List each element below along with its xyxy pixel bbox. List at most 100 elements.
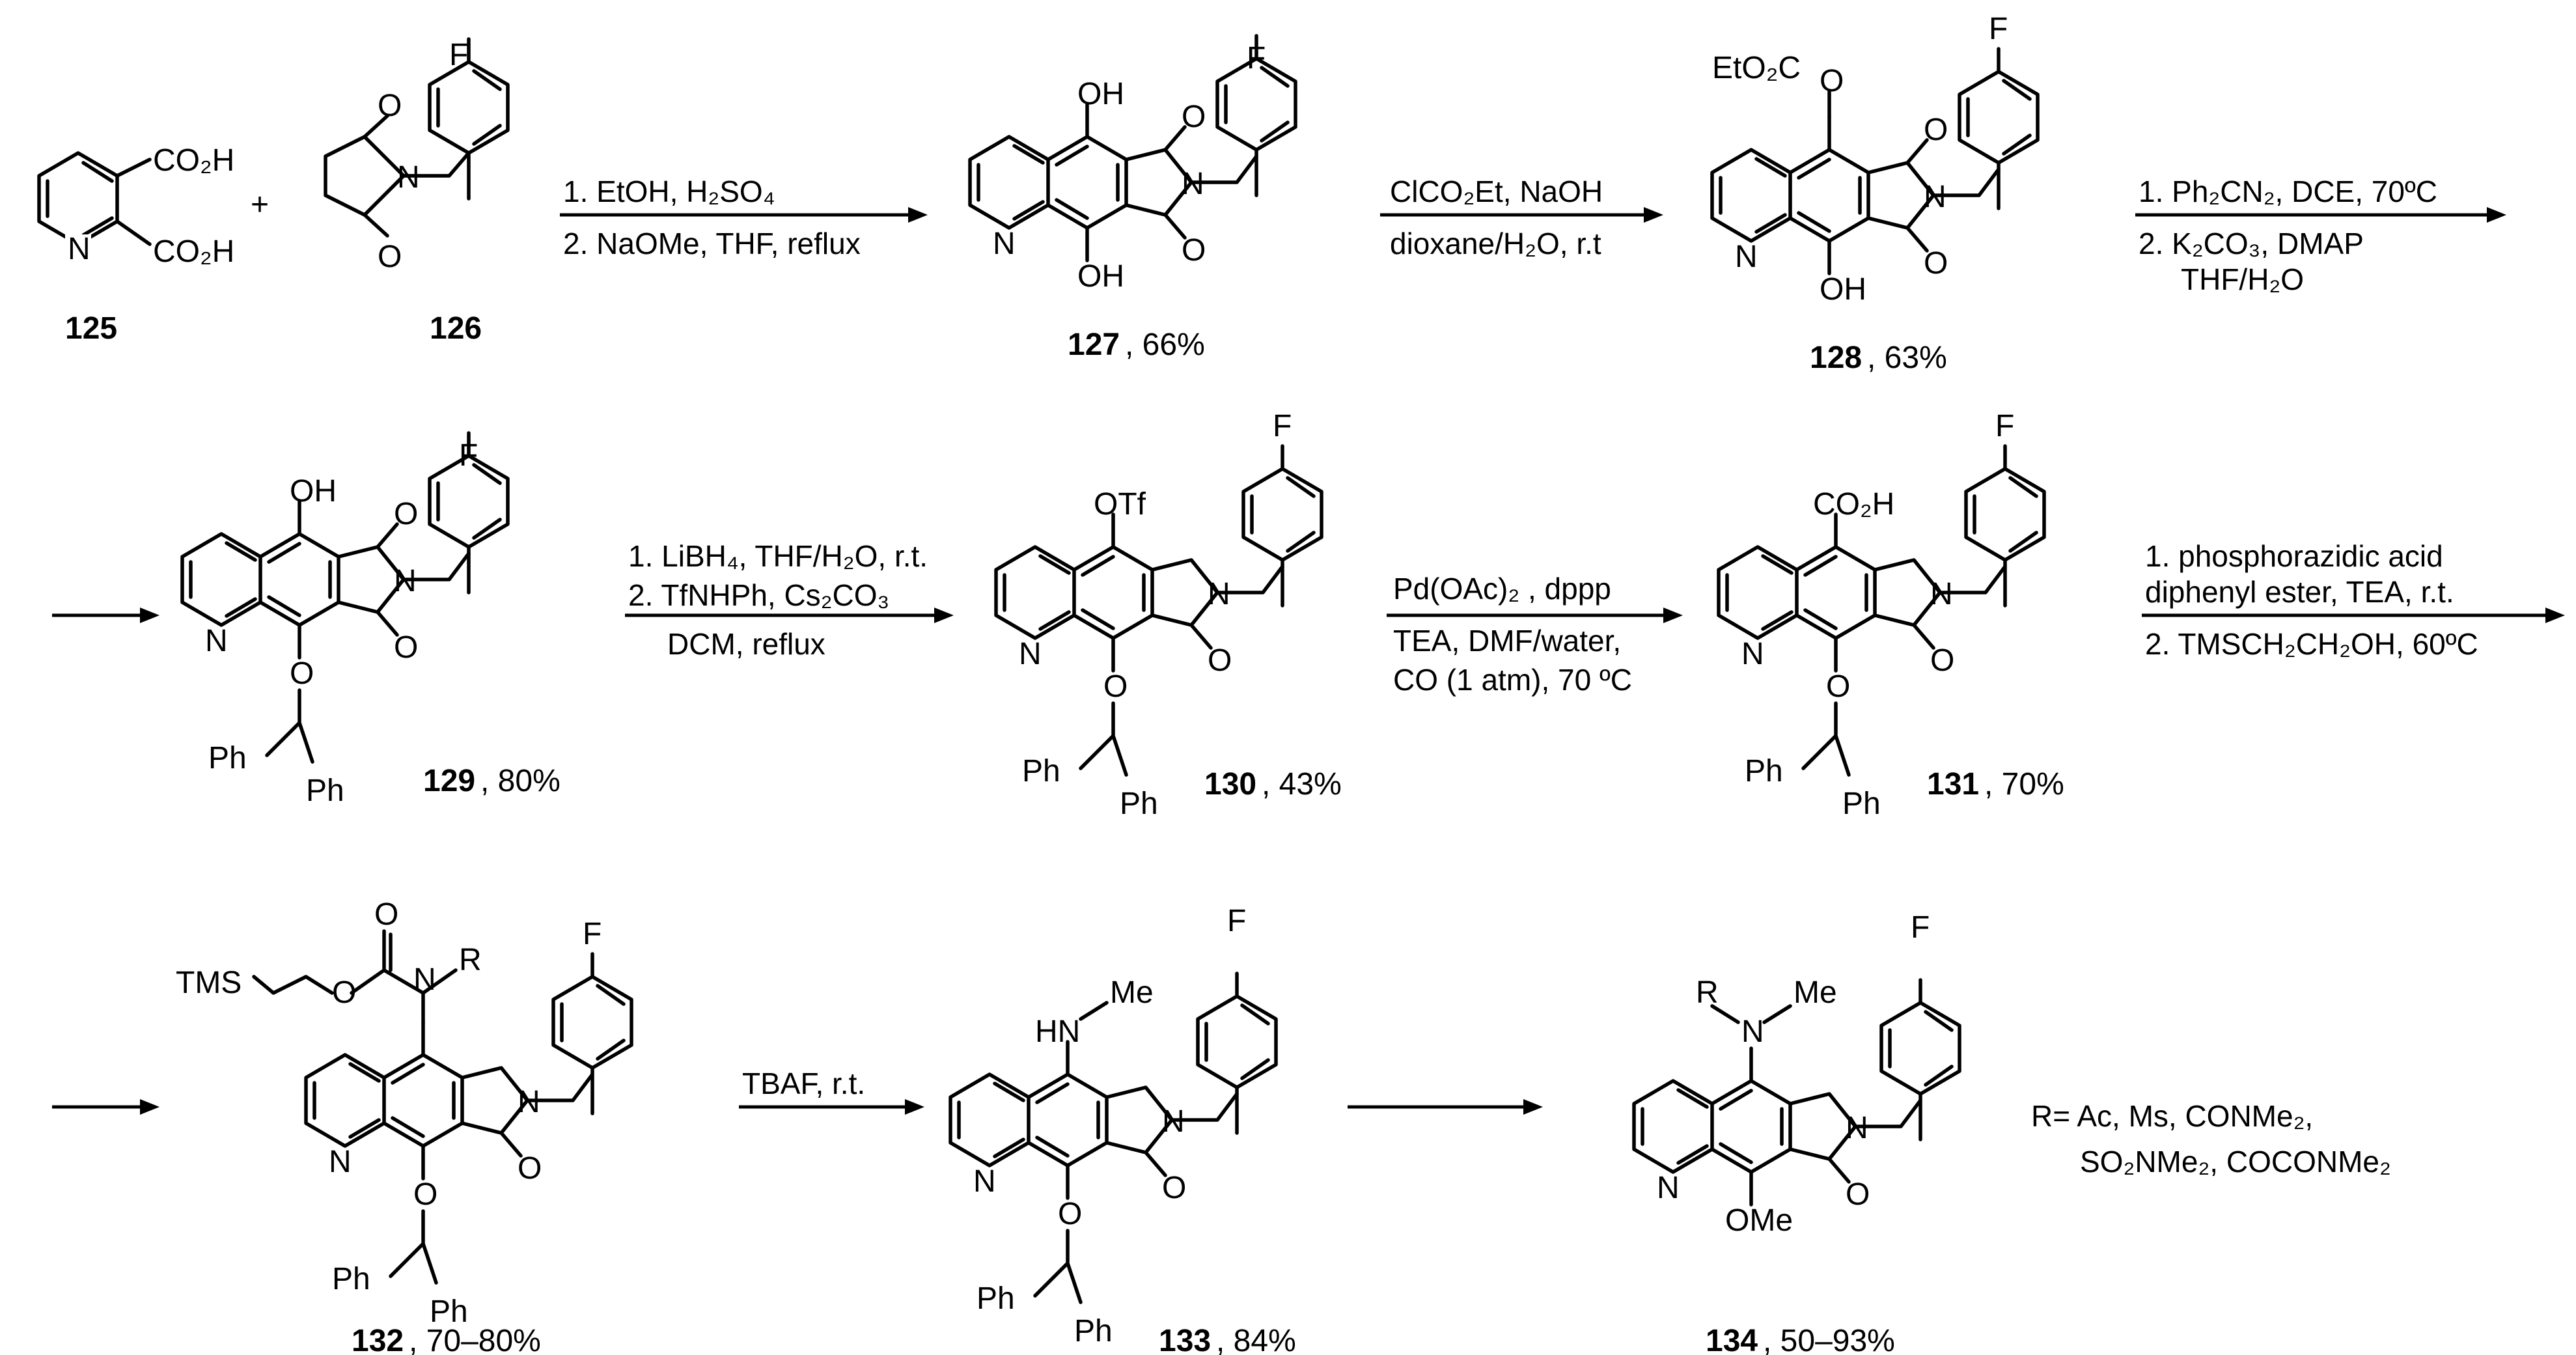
condition-step7-line1: TBAF, r.t. xyxy=(742,1067,865,1100)
group-otf: OTf xyxy=(1094,487,1146,522)
compound-label-128: 128 xyxy=(1810,341,1862,375)
atom-f: F xyxy=(1989,12,2008,46)
atom-o-carbonyl: O xyxy=(374,897,398,932)
compound-125: N CO₂H CO₂H 125 xyxy=(37,143,234,346)
compound-label-134: 134 xyxy=(1706,1324,1758,1355)
atom-o2: O xyxy=(1182,233,1206,268)
compound-127: OH OH O O N N F 127 , 66% xyxy=(970,36,1295,362)
condition-step6-line2: diphenyl ester, TEA, r.t. xyxy=(2145,575,2454,609)
yield-132: , 70–80% xyxy=(409,1324,541,1355)
atom-n-imide: N xyxy=(1162,1104,1185,1139)
yield-130: , 43% xyxy=(1262,767,1342,802)
atom-n-imide: N xyxy=(1182,167,1204,201)
compound-label-126: 126 xyxy=(430,311,482,346)
atom-f: F xyxy=(449,38,468,72)
atom-n-pyridine: N xyxy=(973,1164,996,1199)
atom-n-amine: N xyxy=(1741,1014,1764,1049)
yield-129: , 80% xyxy=(480,764,561,798)
atom-n-imide: N xyxy=(1930,577,1953,611)
group-ph1: Ph xyxy=(976,1281,1015,1316)
atom-o1: O xyxy=(378,89,402,123)
group-ph1: Ph xyxy=(208,741,247,775)
atom-o2: O xyxy=(394,630,418,665)
condition-step1-line1: 1. EtOH, H₂SO₄ xyxy=(563,175,775,208)
atom-o2: O xyxy=(1162,1171,1186,1205)
group-me: Me xyxy=(1794,975,1837,1010)
group-ph1: Ph xyxy=(1745,754,1783,789)
atom-n-imide: N xyxy=(394,564,417,598)
condition-step4-line3: DCM, reflux xyxy=(667,627,825,661)
atom-f: F xyxy=(1227,904,1246,938)
group-ome: OMe xyxy=(1725,1203,1793,1238)
group-oh-bottom: OH xyxy=(1820,272,1866,307)
group-tms: TMS xyxy=(176,966,242,1000)
atom-o-link: O xyxy=(413,1177,437,1212)
atom-n-pyridine: N xyxy=(1741,637,1764,671)
yield-134: , 50–93% xyxy=(1763,1324,1895,1355)
atom-n-pyridine: N xyxy=(1657,1171,1680,1205)
group-co2h-bottom: CO₂H xyxy=(153,234,234,269)
group-r: R xyxy=(1696,975,1719,1010)
atom-f: F xyxy=(1247,41,1266,76)
condition-step5-line1: Pd(OAc)₂ , dppp xyxy=(1393,572,1611,606)
continuation-arrow-row2 xyxy=(52,608,159,623)
atom-f: F xyxy=(459,438,478,473)
group-hn: HN xyxy=(1035,1014,1080,1049)
compound-label-133: 133 xyxy=(1159,1324,1211,1355)
reaction-arrow-step6: 1. phosphorazidic acid diphenyl ester, T… xyxy=(2142,539,2565,661)
atom-n-pyridine: N xyxy=(205,624,228,658)
compound-126: F O O N 126 xyxy=(324,38,508,346)
compound-label-130: 130 xyxy=(1204,767,1256,802)
atom-o2: O xyxy=(378,240,402,274)
reaction-arrow-step5: Pd(OAc)₂ , dppp TEA, DMF/water, CO (1 at… xyxy=(1387,572,1683,697)
compound-label-131: 131 xyxy=(1927,767,1979,802)
atom-f: F xyxy=(1911,910,1930,945)
reaction-arrow-step4: 1. LiBH₄, THF/H₂O, r.t. 2. TfNHPh, Cs₂CO… xyxy=(625,539,954,661)
continuation-arrow-row3 xyxy=(52,1099,159,1115)
atom-n-imide: N xyxy=(1846,1111,1868,1145)
compound-134: R N Me OMe O N N F 134 , 50–93% xyxy=(1634,910,1960,1355)
atom-n-pyridine: N xyxy=(1019,637,1042,671)
compound-129: OH O Ph Ph O O N N F 129 , 80% xyxy=(182,433,561,808)
atom-o2: O xyxy=(1208,643,1232,678)
compound-128: EtO₂C O OH O O N N F 128 , 63% xyxy=(1712,12,2038,375)
group-eto2c: EtO₂C xyxy=(1712,51,1801,85)
group-ph1: Ph xyxy=(1022,754,1060,789)
atom-n-pyridine: N xyxy=(329,1145,352,1179)
group-ph2: Ph xyxy=(1842,787,1881,821)
yield-128: , 63% xyxy=(1867,341,1947,375)
atom-o-ester: O xyxy=(332,975,356,1010)
group-ph1: Ph xyxy=(332,1262,370,1296)
compound-131: CO₂H O Ph Ph O N N F 131 , 70% xyxy=(1719,409,2064,821)
condition-step5-line2: TEA, DMF/water, xyxy=(1393,624,1621,658)
condition-step4-line2: 2. TfNHPh, Cs₂CO₃ xyxy=(628,578,889,612)
yield-131: , 70% xyxy=(1984,767,2064,802)
condition-step3-line3: THF/H₂O xyxy=(2181,262,2304,296)
atom-o1: O xyxy=(1182,100,1206,134)
atom-f: F xyxy=(583,917,602,951)
atom-o-link: O xyxy=(1826,669,1850,704)
atom-n-pyridine: N xyxy=(1735,240,1758,274)
atom-n-imide: N xyxy=(1924,180,1946,214)
condition-step5-line3: CO (1 atm), 70 ºC xyxy=(1393,663,1632,697)
atom-o2: O xyxy=(1846,1177,1870,1212)
r-definition-line2: SO₂NMe₂, COCONMe₂ xyxy=(2080,1145,2391,1179)
atom-o2: O xyxy=(1924,246,1948,281)
condition-step3-line1: 1. Ph₂CN₂, DCE, 70ºC xyxy=(2139,175,2437,208)
compound-label-125: 125 xyxy=(65,311,117,346)
group-ph2: Ph xyxy=(1074,1314,1113,1348)
group-oh-bottom: OH xyxy=(1077,259,1124,294)
group-oh-top: OH xyxy=(1077,77,1124,111)
atom-f: F xyxy=(1995,409,2014,443)
r-group-definition: R= Ac, Ms, CONMe₂, SO₂NMe₂, COCONMe₂ xyxy=(2031,1099,2391,1179)
compound-label-127: 127 xyxy=(1068,328,1120,362)
group-ph2: Ph xyxy=(430,1294,468,1329)
group-oh-top: OH xyxy=(290,474,337,509)
group-ph2: Ph xyxy=(1120,787,1158,821)
condition-step4-line1: 1. LiBH₄, THF/H₂O, r.t. xyxy=(628,539,928,573)
atom-n-imide: N xyxy=(1208,577,1230,611)
compound-133: HN Me O Ph Ph O N N F 133 , 84% xyxy=(950,904,1296,1355)
atom-n: N xyxy=(68,232,90,266)
group-co2h: CO₂H xyxy=(1813,487,1894,522)
